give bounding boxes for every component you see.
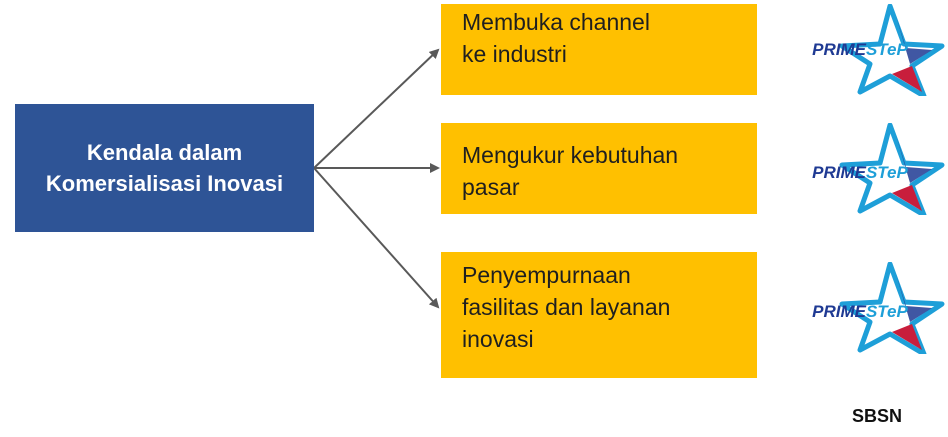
logo-text-step: STeP (865, 40, 908, 59)
primestep-logo: PRIMESTeP (772, 4, 948, 96)
logo-text-prime: PRIME (812, 163, 866, 182)
primestep-logo: PRIMESTeP (772, 262, 948, 354)
primestep-star-icon (839, 123, 945, 215)
logo-text-step: STeP (865, 302, 908, 321)
source-label: Kendala dalam Komersialisasi Inovasi (45, 140, 284, 196)
target-label-1: Membuka channel ke industri (462, 9, 650, 67)
primestep-star-icon (839, 4, 945, 96)
logo-text-prime: PRIME (812, 302, 866, 321)
footer-label: SBSN (851, 406, 902, 426)
primestep-logo: PRIMESTeP (772, 123, 948, 215)
target-node-2: Mengukur kebutuhan pasar (441, 123, 757, 214)
logo-text-prime: PRIME (812, 40, 866, 59)
arrow-to-target-3 (313, 167, 440, 309)
primestep-star-icon (839, 262, 945, 354)
arrow-to-target-1 (313, 48, 440, 169)
source-node: Kendala dalam Komersialisasi Inovasi (15, 104, 314, 232)
target-node-1: Membuka channel ke industri (441, 4, 757, 95)
logo-text-step: STeP (865, 163, 908, 182)
target-label-3: Penyempurnaan fasilitas dan layanan inov… (462, 262, 671, 352)
target-label-2: Mengukur kebutuhan pasar (462, 142, 679, 200)
target-node-3: Penyempurnaan fasilitas dan layanan inov… (441, 252, 757, 378)
